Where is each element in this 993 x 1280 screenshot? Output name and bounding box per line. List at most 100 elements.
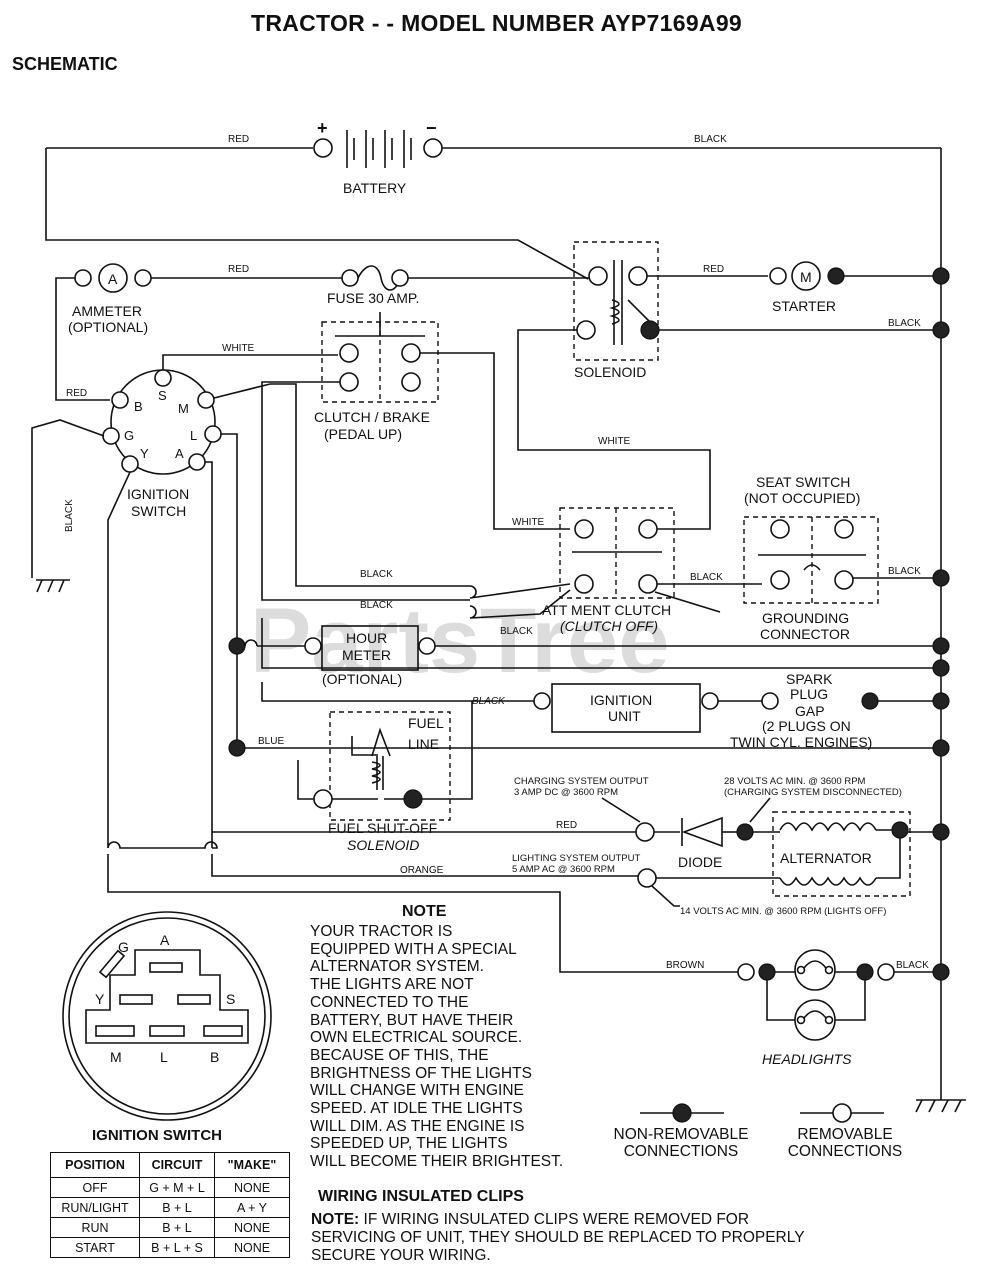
fuse-label: FUSE 30 AMP. [327, 290, 419, 306]
fuel-line-label: FUEL [408, 715, 444, 731]
battery: + − BATTERY RED BLACK [46, 118, 941, 196]
attachment-clutch-label: ATT MENT CLUTCH [542, 602, 671, 618]
page-title: TRACTOR - - MODEL NUMBER AYP7169A99 [250, 10, 743, 36]
ignition-unit-label-2: UNIT [608, 708, 641, 724]
headlights: HEADLIGHTS [737, 949, 895, 1067]
charging-red-wire-label: RED [556, 820, 577, 831]
cell-make: NONE [214, 1217, 290, 1238]
spark-plug-label: SPARK [786, 671, 833, 687]
battery-black-wire-label: BLACK [694, 134, 727, 145]
volts14-label: 14 VOLTS AC MIN. @ 3600 RPM (LIGHTS OFF) [680, 906, 886, 917]
connector-terminal-y: Y [95, 991, 105, 1007]
cell-circuit: B + L + S [139, 1237, 215, 1258]
ignition-terminal-l: L [190, 428, 197, 443]
alternator-label: ALTERNATOR [780, 850, 872, 866]
ammeter-optional-label: (OPTIONAL) [68, 319, 148, 335]
cell-make: A + Y [214, 1197, 290, 1218]
ground-black-wire-label: BLACK [64, 499, 75, 532]
note-box: NOTE YOUR TRACTOR IS EQUIPPED WITH A SPE… [310, 903, 610, 1171]
connector-terminal-a: A [160, 932, 170, 948]
ammeter-symbol: A [108, 271, 118, 287]
fuel-line-label-2: LINE [408, 736, 439, 752]
ignition-switch-label: IGNITION [127, 486, 189, 502]
blue-wire-label: BLUE [258, 736, 284, 747]
clips-note: NOTE: IF WIRING INSULATED CLIPS WERE REM… [311, 1211, 831, 1265]
ignition-terminal-s: S [158, 388, 167, 403]
attachment-white-wire-label: WHITE [512, 517, 545, 528]
attachment-clutch-off-label: (CLUTCH OFF) [560, 618, 658, 634]
battery-plus-symbol: + [317, 118, 328, 138]
charging-output-label: CHARGING SYSTEM OUTPUT [514, 776, 649, 787]
cell-circuit: B + L [139, 1197, 215, 1218]
hour-meter: HOUR METER (OPTIONAL) [228, 625, 436, 687]
battery-label: BATTERY [343, 180, 407, 196]
connector-terminal-m: M [110, 1049, 122, 1065]
table-row: RUN B + L NONE [50, 1217, 290, 1238]
ignition-terminal-g: G [124, 428, 134, 443]
diode-label: DIODE [678, 854, 722, 870]
spark-plug-note: (2 PLUGS ON [762, 718, 851, 734]
ignition-table: POSITION CIRCUIT "MAKE" OFF G + M + L NO… [50, 1152, 290, 1258]
ground-bus-nodes [932, 267, 950, 981]
hour-meter-optional-label: (OPTIONAL) [322, 671, 402, 687]
alternator: ALTERNATOR [753, 811, 911, 897]
ammeter-label: AMMETER [72, 303, 142, 319]
cell-position: RUN/LIGHT [50, 1197, 140, 1218]
fuel-solenoid-label: FUEL SHUT-OFF [328, 820, 437, 836]
legend-non-removable-symbol [640, 1103, 724, 1123]
battery-minus-symbol: − [426, 118, 437, 138]
fuse: FUSE 30 AMP. [327, 265, 419, 306]
ignition-table-title: IGNITION SWITCH [92, 1127, 222, 1144]
cell-position: START [50, 1237, 140, 1258]
table-header-row: POSITION CIRCUIT "MAKE" [50, 1152, 290, 1178]
clutch-brake-switch: CLUTCH / BRAKE (PEDAL UP) [314, 312, 439, 442]
starter-label: STARTER [772, 298, 836, 314]
ignition-terminal-y: Y [140, 446, 149, 461]
ignition-switch-label-2: SWITCH [131, 503, 186, 519]
headlights-label: HEADLIGHTS [762, 1051, 852, 1067]
solenoid: SOLENOID [573, 241, 660, 380]
solenoid-black-wire-label: BLACK [888, 318, 921, 329]
lighting-output-label: LIGHTING SYSTEM OUTPUT [512, 853, 640, 864]
table-row: RUN/LIGHT B + L A + Y [50, 1197, 290, 1218]
ammeter: A AMMETER (OPTIONAL) [68, 263, 152, 335]
header-circuit: CIRCUIT [139, 1152, 215, 1178]
lighting-output-spec: 5 AMP AC @ 3600 RPM [512, 864, 615, 875]
starter-symbol: M [800, 269, 812, 285]
charging-output-spec: 3 AMP DC @ 3600 RPM [514, 787, 618, 798]
clutch-brake-label: CLUTCH / BRAKE [314, 409, 430, 425]
cell-circuit: G + M + L [139, 1177, 215, 1198]
connector-terminal-s: S [226, 991, 235, 1007]
spark-plug: SPARK PLUG GAP (2 PLUGS ON TWIN CYL. ENG… [730, 671, 879, 750]
ignition-unit-black-wire-label: BLACK [472, 696, 506, 707]
ammeter-red-wire-label: RED [228, 264, 249, 275]
hour-black-wire-label: BLACK [360, 600, 393, 611]
legend-removable-symbol [800, 1103, 884, 1123]
ignition-terminal-m: M [178, 401, 189, 416]
ignition-connector-diagram: G A Y S M L B [62, 911, 272, 1121]
ignition-terminal-b: B [134, 399, 143, 414]
hour-meter-label-2: METER [342, 647, 391, 663]
connector-terminal-b: B [210, 1049, 219, 1065]
starter-red-wire-label: RED [703, 264, 724, 275]
seat-white-wire-label: WHITE [598, 436, 631, 447]
grounding-connector-label: GROUNDING [762, 610, 849, 626]
ignition-switch: B S M L A Y G IGNITION SWITCH [102, 369, 222, 519]
seat-switch-label: SEAT SWITCH [756, 474, 850, 490]
legend-non-removable-label: NON-REMOVABLE CONNECTIONS [613, 1126, 749, 1160]
header-make: "MAKE" [214, 1152, 290, 1178]
seat-switch: SEAT SWITCH (NOT OCCUPIED) GROUNDING CON… [743, 474, 879, 642]
ignition-red-wire-label: RED [66, 388, 87, 399]
ground-seat-black-wire-label: BLACK [888, 566, 921, 577]
grounding-connector-label-2: CONNECTOR [760, 626, 850, 642]
clutch-brake-pedal-label: (PEDAL UP) [324, 426, 402, 442]
table-row: START B + L + S NONE [50, 1237, 290, 1258]
spark-plug-gap-label: GAP [795, 703, 825, 719]
meter-black-wire-label: BLACK [500, 626, 533, 637]
connector-terminal-g: G [118, 939, 129, 955]
diode: DIODE [654, 816, 737, 870]
clips-heading: WIRING INSULATED CLIPS [318, 1188, 524, 1205]
starter: M STARTER [769, 261, 845, 314]
cell-make: NONE [214, 1177, 290, 1198]
